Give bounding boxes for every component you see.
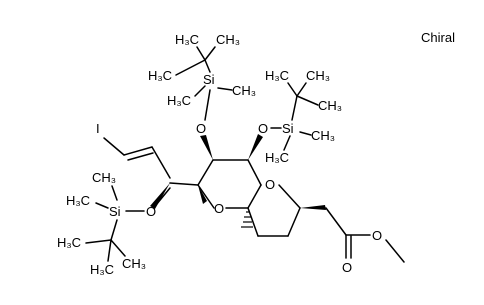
bond: [287, 207, 301, 237]
atom-h3c-label: H₃C: [90, 262, 114, 277]
bond: [299, 131, 312, 136]
bond: [283, 135, 291, 151]
atom-h3c-label: H₃C: [148, 68, 172, 83]
bond: [151, 146, 171, 179]
methyl-ester: O O: [325, 207, 405, 275]
atom-si-label: Si: [203, 72, 215, 87]
tbs-group-right: H₃C CH₃ CH₃ O Si CH₃ H₃C: [258, 68, 342, 165]
wedge-bond: [150, 183, 170, 209]
bond: [287, 82, 298, 97]
bond: [204, 46, 216, 61]
wedge-bond: [300, 205, 326, 210]
pyranopyran-core: O O: [150, 134, 326, 237]
bond: [103, 137, 125, 156]
bond: [204, 59, 211, 73]
bond: [247, 184, 262, 209]
bond: [197, 159, 214, 186]
wedge-bond: [200, 135, 213, 160]
atom-o-label: O: [214, 201, 224, 216]
bond: [296, 82, 307, 97]
bond: [247, 159, 262, 186]
atom-o-label: O: [146, 204, 156, 219]
atom-si-label: Si: [282, 121, 294, 136]
bond: [278, 184, 301, 209]
bond: [110, 219, 118, 241]
atom-ch3-label: CH₃: [92, 170, 116, 185]
atom-h3c-label: H₃C: [265, 150, 289, 165]
bond: [107, 239, 112, 262]
tbs-group-top: H₃C CH₃ H₃C Si CH₃ H₃C O: [148, 32, 256, 136]
bond: [196, 46, 206, 61]
atom-i-label: I: [96, 121, 100, 136]
atom-o-label: O: [196, 121, 206, 136]
bond: [291, 95, 298, 121]
atom-ch3-label: CH₃: [122, 256, 146, 271]
atom-o-label: O: [265, 177, 275, 192]
chiral-label: Chiral: [421, 30, 455, 45]
bond: [247, 207, 259, 237]
bond: [95, 202, 109, 209]
tbs-group-left: CH₃ H₃C Si O H₃C CH₃ H₃C: [57, 170, 171, 277]
bond: [175, 59, 206, 76]
vinyl-iodide: I: [96, 121, 171, 179]
atom-ch3-label: CH₃: [216, 32, 240, 47]
bond: [194, 85, 206, 97]
bond: [85, 239, 112, 244]
bond: [169, 182, 199, 186]
atom-ch3-label: CH₃: [311, 128, 335, 143]
bond: [296, 95, 319, 106]
wedge-bond: [248, 134, 263, 160]
atom-ch3-label: CH₃: [306, 68, 330, 83]
bond: [217, 87, 233, 91]
atom-h3c-label: H₃C: [66, 193, 90, 208]
atom-o-label: O: [372, 228, 382, 243]
bond: [123, 146, 153, 156]
bond: [111, 185, 118, 201]
bond: [325, 207, 347, 236]
atom-si-label: Si: [109, 204, 121, 219]
atom-h3c-label: H₃C: [265, 68, 289, 83]
atom-o-label: O: [258, 121, 268, 136]
bond: [110, 239, 126, 257]
atom-ch3-label: CH₃: [232, 83, 256, 98]
wedge-bond: [198, 185, 207, 204]
atom-o-label: O: [342, 260, 352, 275]
atom-h3c-label: H₃C: [57, 235, 81, 250]
hash-bond: [241, 211, 253, 228]
atom-h3c-label: H₃C: [167, 93, 191, 108]
atom-ch3-label: CH₃: [318, 98, 342, 113]
bond: [385, 239, 405, 263]
bond-double: [127, 152, 154, 161]
atom-h3c-label: H₃C: [175, 32, 199, 47]
bond: [197, 184, 215, 209]
bond: [204, 89, 211, 121]
